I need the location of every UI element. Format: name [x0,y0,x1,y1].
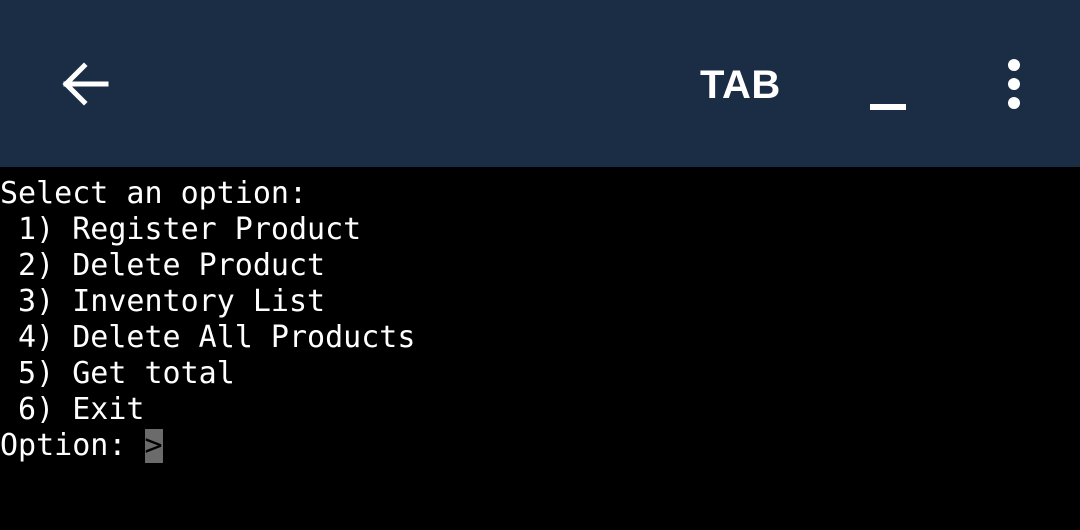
option-prompt: Option: [0,428,145,463]
text-cursor: > [144,428,163,463]
prompt-line[interactable]: Option: > [0,428,163,464]
minimize-icon [870,104,906,110]
menu-header: Select an option: [0,176,308,211]
app-title: TAB [700,63,781,107]
menu-option-2: 2) Delete Product [0,248,326,283]
menu-option-3: 3) Inventory List [0,284,326,319]
overflow-menu-button[interactable] [990,52,1038,116]
menu-option-1: 1) Register Product [0,212,362,247]
menu-option-6: 6) Exit [0,392,145,427]
app-bar: TAB [0,0,1080,167]
minimize-button[interactable] [860,60,916,120]
arrow-left-icon [62,62,109,106]
menu-option-5: 5) Get total [0,356,235,391]
back-button[interactable] [50,50,118,118]
menu-option-4: 4) Delete All Products [0,320,416,355]
terminal-output[interactable]: Select an option: 1) Register Product 2)… [0,167,1080,530]
